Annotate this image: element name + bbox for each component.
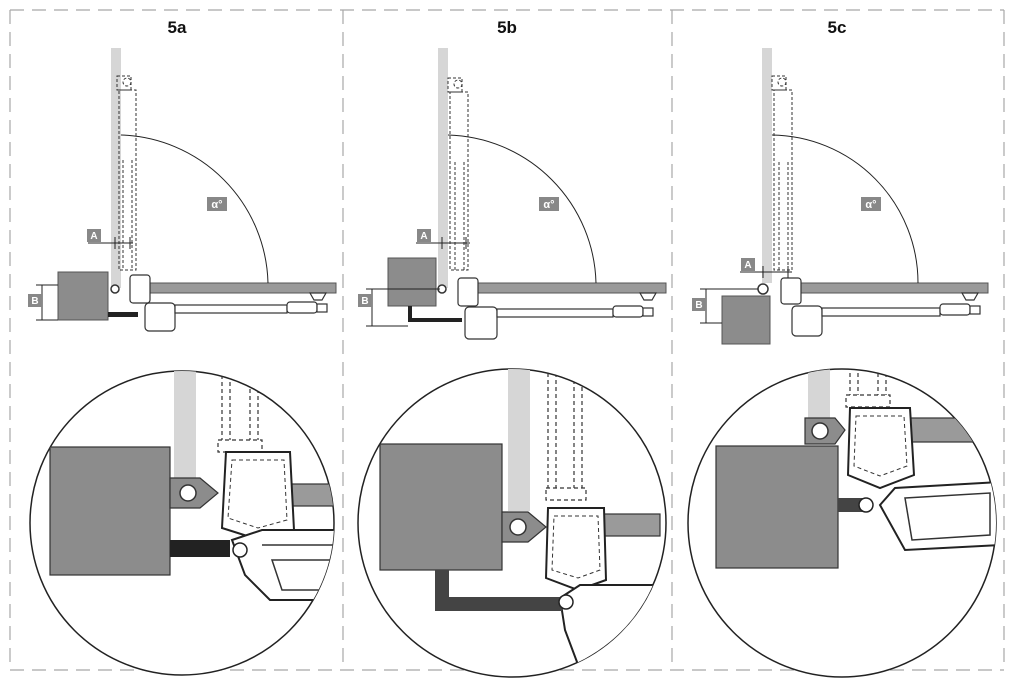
angle-tag <box>539 197 559 211</box>
mounting-bar-detail <box>170 540 230 557</box>
pivot-bolt <box>757 283 769 295</box>
gate-leaf <box>149 282 337 294</box>
motor-bracket-detail <box>846 407 916 490</box>
gate-post <box>438 48 448 288</box>
motor-bracket-detail <box>544 507 608 592</box>
panel-title: 5a <box>168 18 187 37</box>
dimension-a <box>416 237 470 249</box>
control-box <box>57 271 109 321</box>
panel-title: 5c <box>828 18 847 37</box>
pivot-bolt-detail <box>811 422 829 440</box>
actuator-detail <box>558 584 666 671</box>
actuator <box>457 277 658 340</box>
label-a: A <box>420 231 427 242</box>
motor-bracket-detail <box>220 451 296 542</box>
label-a: A <box>744 260 751 271</box>
motor-open-outline <box>771 75 793 271</box>
label-b-tag <box>28 294 42 307</box>
angle-tag <box>207 197 227 211</box>
top-view: α° A B <box>28 48 337 332</box>
hex-bolt-detail <box>558 594 574 610</box>
panel-title: 5b <box>497 18 517 37</box>
label-b-tag <box>358 294 372 307</box>
top-view: α° A B <box>692 48 989 345</box>
gate-leaf-detail <box>909 417 996 443</box>
panel-5b: 5b α° <box>357 18 667 678</box>
panel-5c: 5c α° <box>687 18 997 678</box>
mounting-bar-detail <box>435 570 562 611</box>
actuator <box>129 274 328 332</box>
angle-label: α° <box>543 199 554 211</box>
angle-label: α° <box>865 199 876 211</box>
control-box <box>721 295 771 345</box>
label-a: A <box>90 231 97 242</box>
label-a-tag <box>417 229 431 242</box>
angle-label: α° <box>211 199 222 211</box>
actuator-detail <box>878 480 996 552</box>
pivot-bolt <box>110 284 120 294</box>
label-b: B <box>695 300 702 311</box>
mounting-bar <box>108 312 138 317</box>
control-box-detail <box>49 446 171 576</box>
opening-angle-arc <box>771 134 919 284</box>
control-box-detail <box>715 445 839 569</box>
pivot-bolt-detail <box>509 518 527 536</box>
actuator <box>780 277 981 337</box>
label-a-tag <box>87 229 101 242</box>
hex-bolt-detail <box>232 542 248 558</box>
gate-leaf <box>799 282 989 294</box>
label-b: B <box>31 296 38 307</box>
motor-open-outline <box>116 75 137 271</box>
actuator-detail <box>230 529 334 601</box>
opening-angle-arc <box>120 134 269 284</box>
gate-leaf <box>475 282 667 294</box>
gate-post-detail <box>508 369 530 511</box>
dimension-a <box>740 266 792 278</box>
detail-circle <box>29 370 335 676</box>
gate-leaf-detail <box>599 513 661 537</box>
gate-post <box>762 48 772 283</box>
gate-post-detail <box>174 371 196 493</box>
panel-5a: 5a <box>28 18 337 676</box>
mounting-bar <box>408 306 462 322</box>
detail-circle <box>357 368 667 678</box>
control-box-detail <box>379 443 503 571</box>
gate-post <box>111 48 121 288</box>
angle-tag <box>861 197 881 211</box>
hex-bolt-detail <box>858 497 874 513</box>
opening-angle-arc <box>447 134 597 284</box>
detail-circle <box>687 368 997 678</box>
control-box <box>387 257 437 307</box>
label-b-tag <box>692 298 706 311</box>
label-b: B <box>361 296 368 307</box>
top-view: α° A B <box>358 48 667 340</box>
dimension-a <box>88 237 133 249</box>
gate-post-detail <box>808 369 830 418</box>
label-a-tag <box>741 258 755 271</box>
motor-open-outline <box>447 77 469 271</box>
pivot-bolt-detail <box>179 484 197 502</box>
